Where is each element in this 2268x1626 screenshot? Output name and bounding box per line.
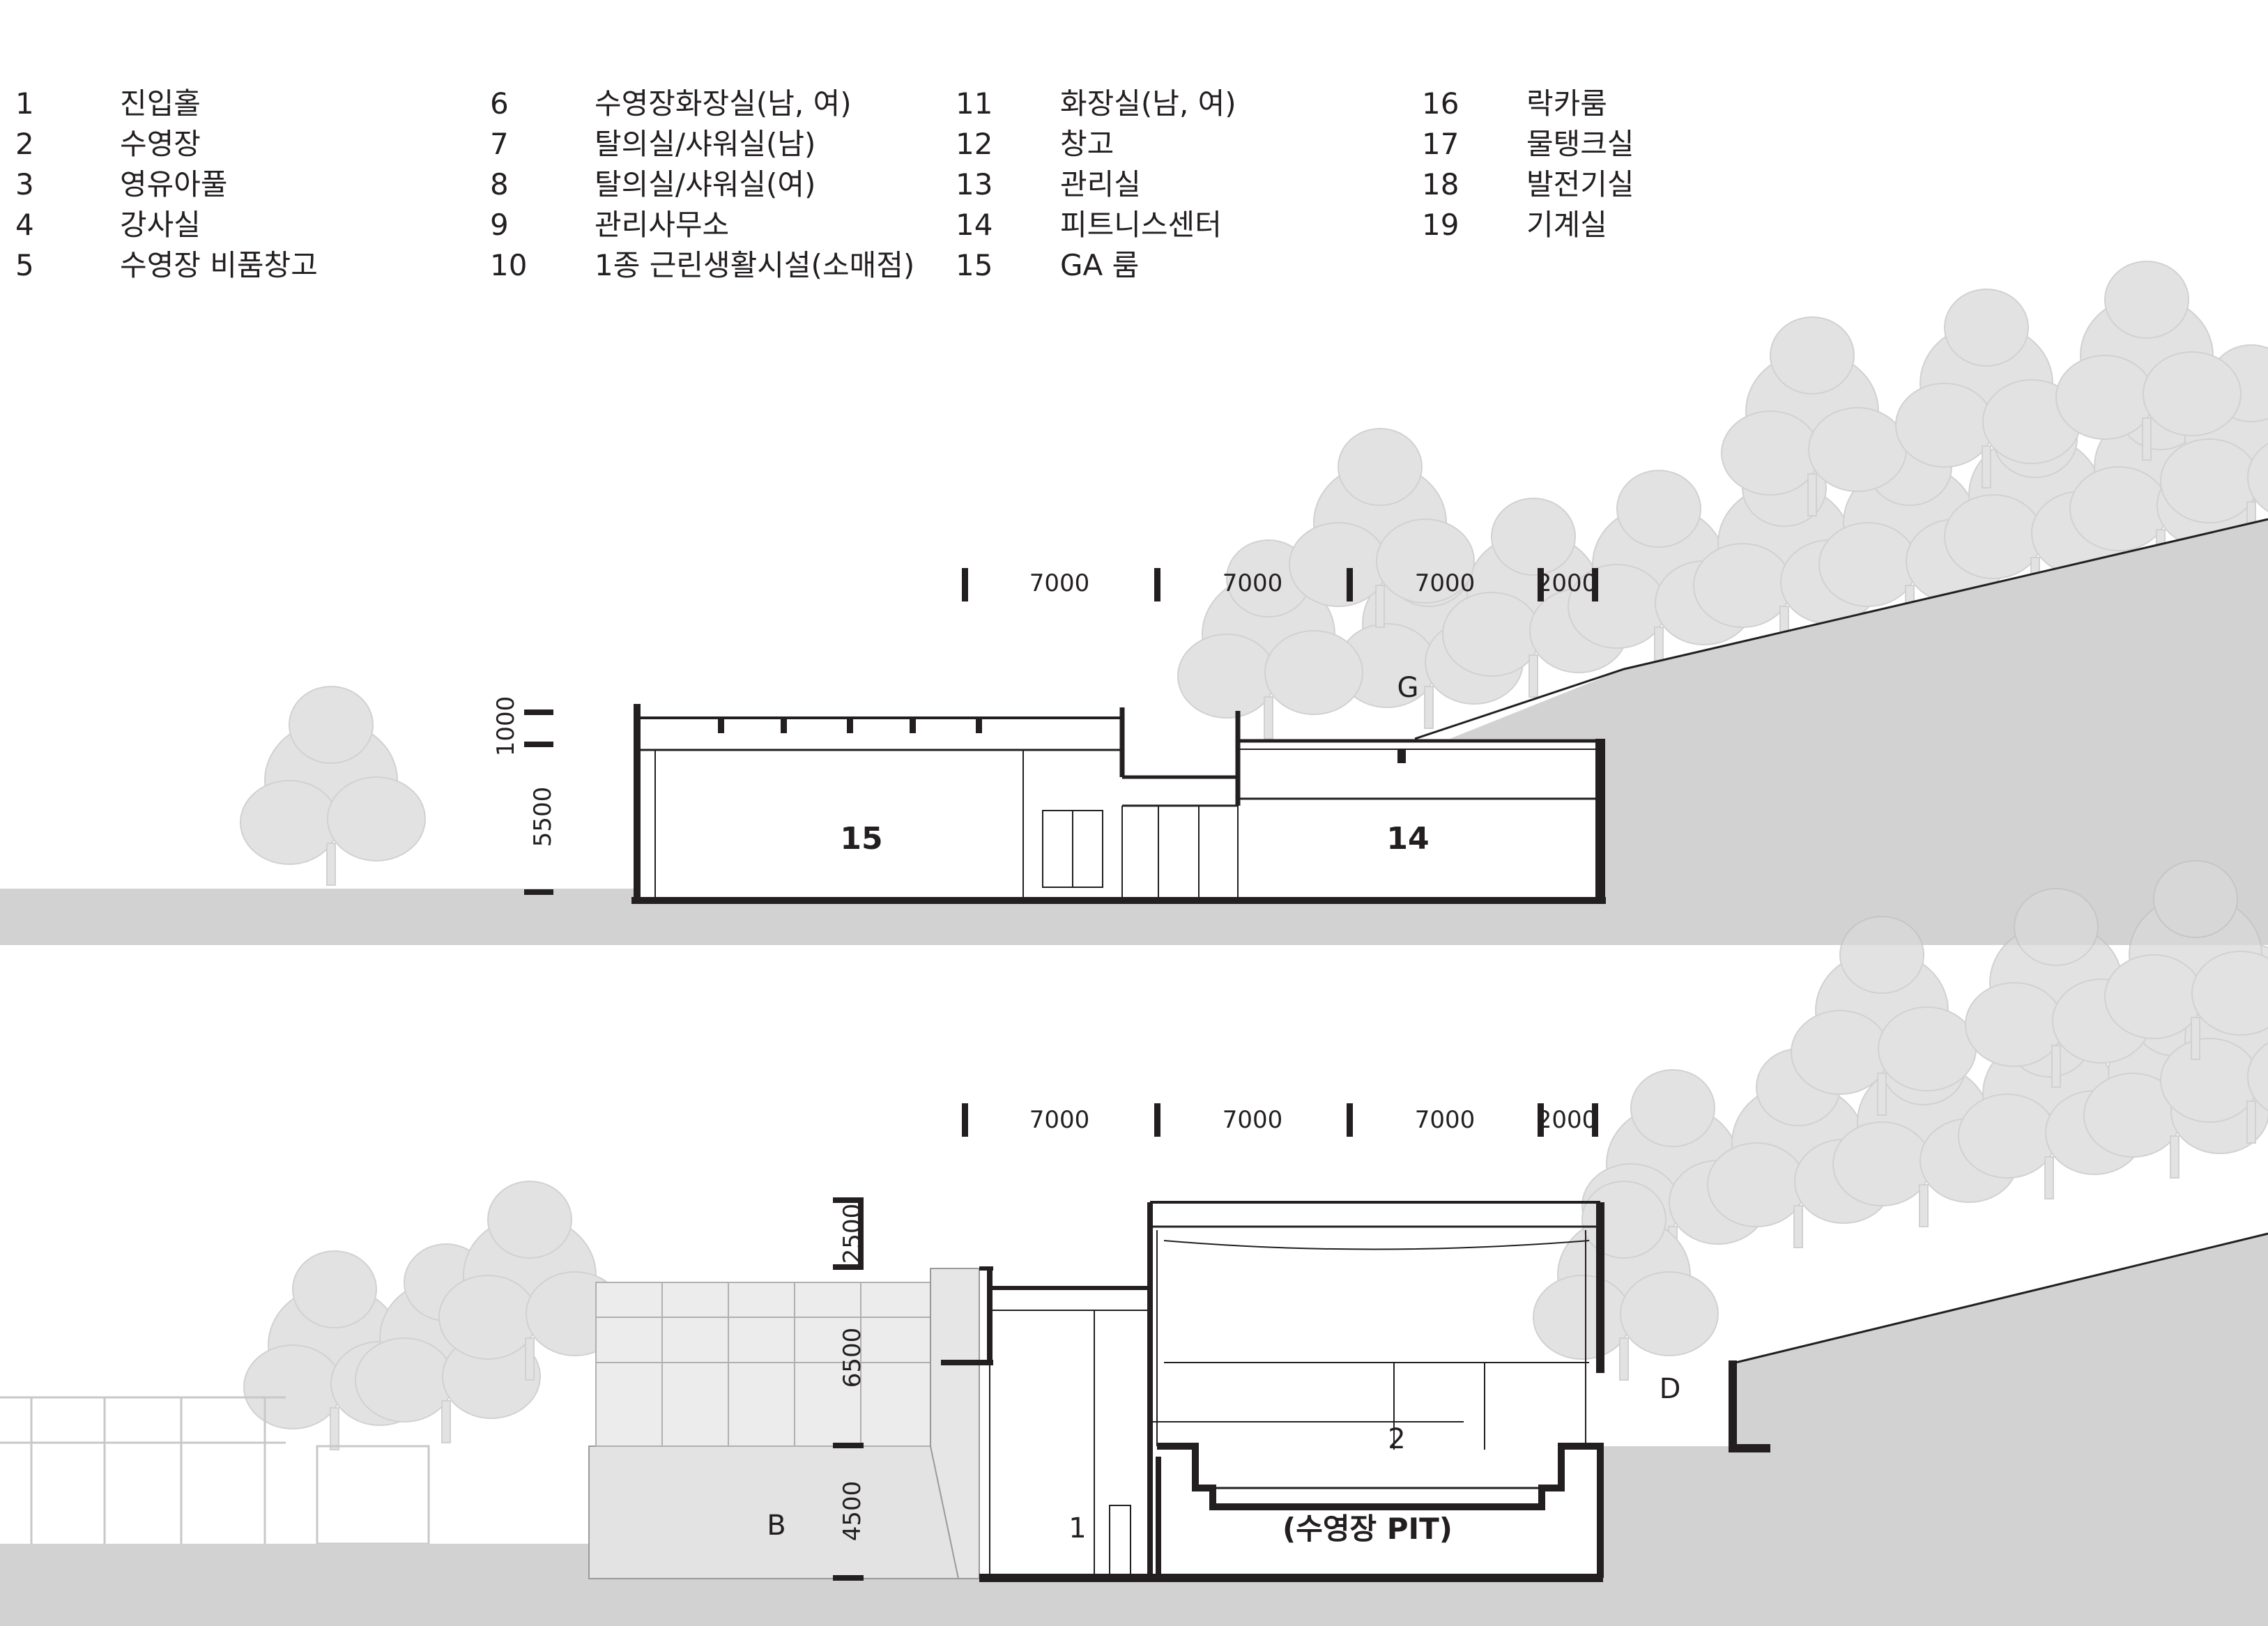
room-number: 15 (840, 821, 882, 857)
legend-label: 기계실 (1526, 208, 1607, 242)
dimension-label: 1000 (492, 696, 520, 757)
neighbor-glazing (0, 1396, 430, 1545)
section-top: 7000 7000 7000 2000 1000 5500 15 14 G (0, 261, 2268, 945)
dimension-ticks (833, 1103, 1598, 1581)
legend-label: 탈의실/샤워실(여) (595, 167, 816, 201)
legend-label: 수영장 비품창고 (120, 248, 318, 282)
dimension-label: 4500 (838, 1481, 866, 1542)
legend-number: 1 (15, 86, 34, 121)
dimension-label: 7000 (1223, 569, 1283, 597)
room-number: 14 (1386, 821, 1429, 857)
hill-slope-line (1732, 1232, 2268, 1365)
legend-label: 락카룸 (1526, 86, 1607, 121)
legend-label: 수영장화장실(남, 여) (595, 86, 852, 121)
legend-number: 9 (490, 208, 509, 242)
legend-number: 16 (1422, 86, 1459, 121)
hill-slope-line (1414, 518, 2268, 740)
legend-label: GA 룸 (1060, 248, 1140, 282)
legend-label: 창고 (1060, 127, 1114, 161)
dimension-label: 6500 (838, 1328, 866, 1388)
building-shell (631, 704, 1606, 904)
legend-label: 관리실 (1060, 167, 1141, 201)
room-number: 1 (1068, 1512, 1086, 1544)
roof-beams (718, 718, 1406, 763)
section-marker: B (767, 1510, 786, 1542)
legend-number: 8 (490, 167, 509, 201)
section-marker: D (1660, 1373, 1681, 1405)
legend-number: 5 (15, 248, 34, 282)
legend-label: 화장실(남, 여) (1060, 86, 1236, 121)
legend-number: 18 (1422, 167, 1459, 201)
dimension-label: 5500 (529, 787, 557, 847)
section-marker: G (1397, 672, 1419, 704)
legend-label: 관리사무소 (595, 208, 730, 242)
ground (0, 519, 2268, 945)
room-label-pit: (수영장 PIT) (1282, 1512, 1453, 1546)
legend-label: 발전기실 (1526, 167, 1634, 201)
room-number: 2 (1388, 1423, 1405, 1455)
section-bottom: 7000 7000 7000 2000 2500 6500 4500 2 1 (… (0, 860, 2268, 1626)
legend-number: 15 (956, 248, 993, 282)
legend-number: 13 (956, 167, 993, 201)
dimension-label: 7000 (1415, 569, 1476, 597)
legend-label: 탈의실/샤워실(남) (595, 127, 816, 161)
room-legend: 1 진입홀 2 수영장 3 영유아풀 4 강사실 5 수영장 비품창고 6 수영… (0, 0, 2268, 307)
legend-number: 19 (1422, 208, 1459, 242)
building-shell (941, 1201, 1604, 1582)
dimension-ticks (524, 568, 1598, 895)
dimension-label: 2500 (838, 1204, 866, 1264)
podium-b (588, 1268, 980, 1579)
legend-number: 2 (15, 127, 34, 161)
dimension-label: 7000 (1029, 1106, 1090, 1134)
legend-number: 6 (490, 86, 509, 121)
legend-number: 4 (15, 208, 34, 242)
legend-number: 10 (490, 248, 528, 282)
legend-number: 17 (1422, 127, 1459, 161)
legend-label: 피트니스센터 (1060, 208, 1222, 242)
dimension-label: 7000 (1415, 1106, 1476, 1134)
dimension-label: 7000 (1223, 1106, 1283, 1134)
legend-number: 11 (956, 86, 993, 121)
legend-label: 물탱크실 (1526, 127, 1634, 161)
legend-number: 7 (490, 127, 509, 161)
dimension-label: 2000 (1537, 569, 1597, 597)
legend-label: 1종 근린생활시설(소매점) (595, 248, 915, 282)
dimension-label: 7000 (1029, 569, 1090, 597)
legend-label: 영유아풀 (120, 167, 228, 201)
legend-number: 14 (956, 208, 993, 242)
legend-number: 12 (956, 127, 993, 161)
legend-label: 강사실 (120, 208, 201, 242)
dimension-label: 2000 (1537, 1106, 1597, 1134)
retaining-wall (1729, 1360, 1770, 1452)
legend-number: 3 (15, 167, 34, 201)
legend-label: 진입홀 (120, 86, 201, 121)
ground (0, 1234, 2268, 1626)
legend-label: 수영장 (120, 127, 201, 161)
